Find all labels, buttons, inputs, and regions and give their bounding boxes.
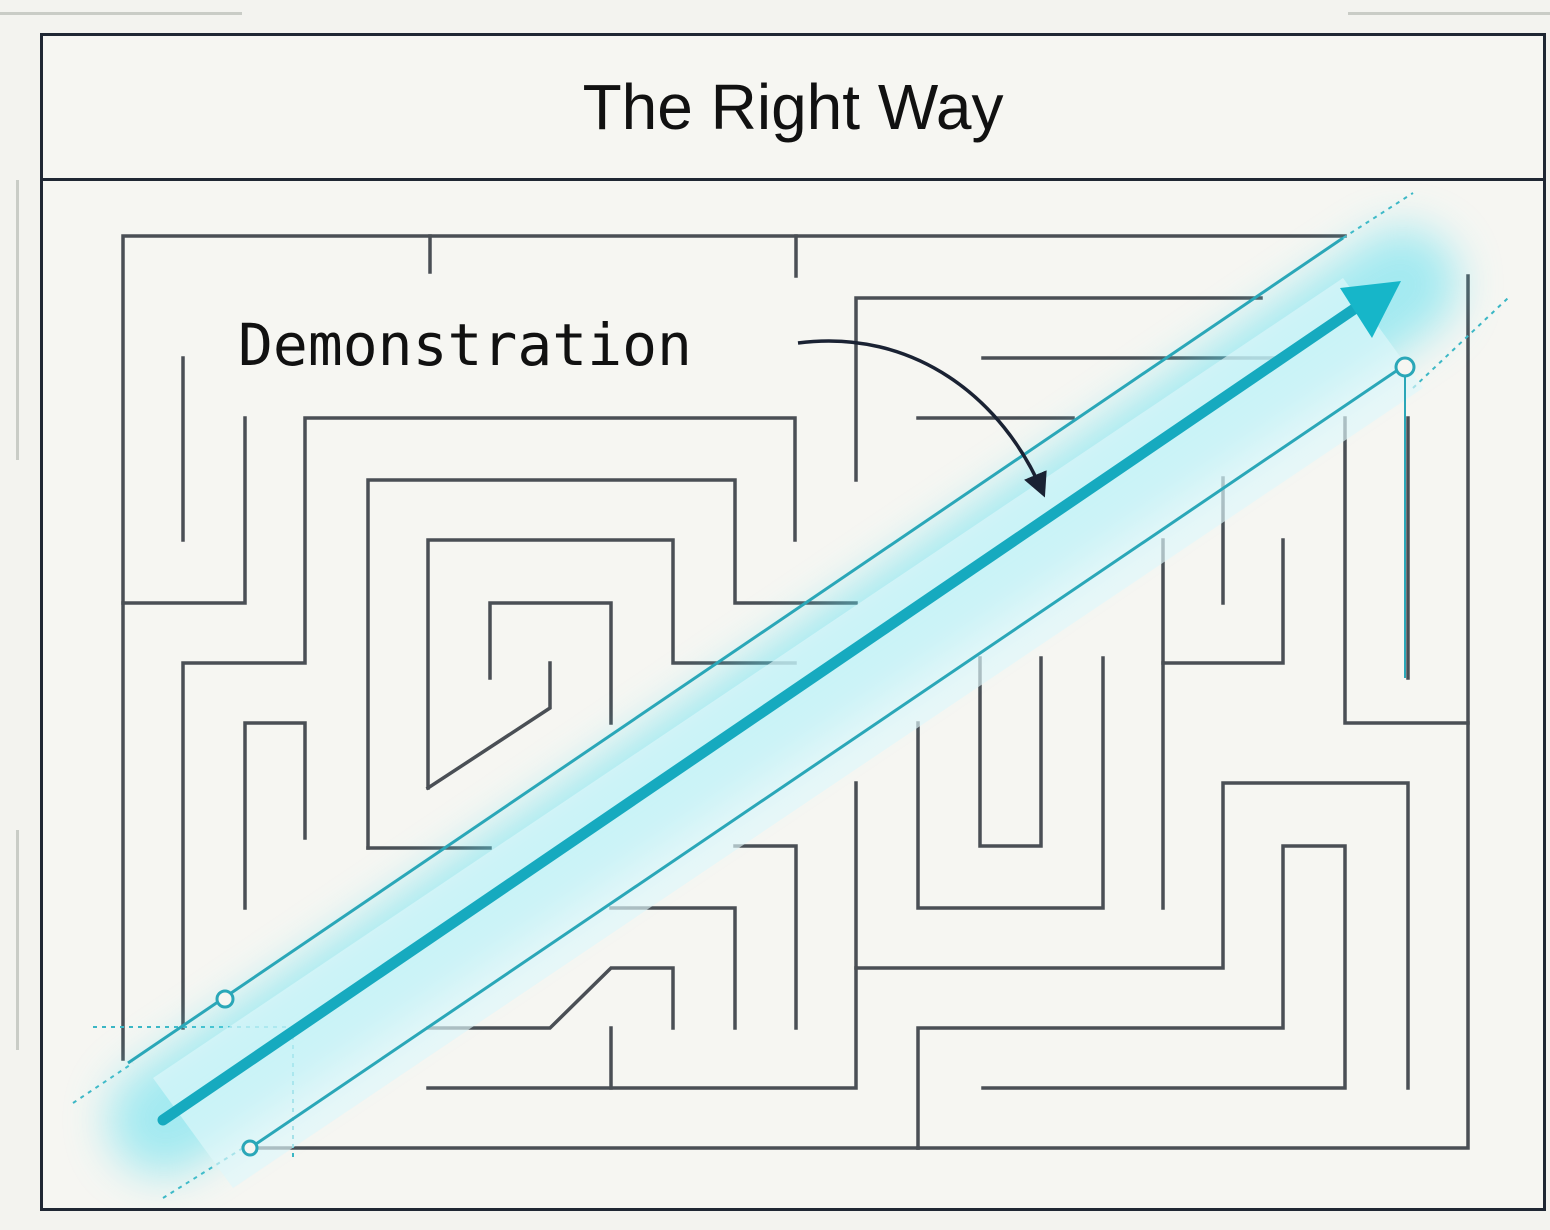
arrowhead-icon bbox=[1340, 281, 1401, 338]
maze-wall bbox=[426, 538, 797, 790]
maze-wall bbox=[243, 721, 307, 910]
maze-wall bbox=[916, 656, 1105, 910]
solution-path bbox=[108, 228, 1458, 1188]
guide-line-dashed-right bbox=[1412, 297, 1509, 389]
maze-wall bbox=[366, 478, 858, 850]
maze-wall bbox=[1161, 538, 1285, 665]
left-decor-line-lower bbox=[16, 830, 19, 1050]
band-endpoint-upper bbox=[215, 989, 235, 1009]
annotation-label: Demonstration bbox=[238, 311, 692, 379]
maze-wall bbox=[609, 906, 737, 1030]
maze-outer-right-wall bbox=[916, 274, 1470, 1150]
top-right-decor-line bbox=[1348, 12, 1550, 15]
maze-wall bbox=[181, 416, 797, 1030]
band-endpoint-lower bbox=[241, 1139, 259, 1157]
demonstration-arrow-shaft bbox=[157, 297, 1369, 1126]
diagram-panel: The Right Way bbox=[40, 33, 1546, 1211]
page-title: The Right Way bbox=[582, 71, 1004, 143]
maze-wall bbox=[916, 844, 1347, 1150]
maze-wall bbox=[1343, 416, 1470, 725]
curved-arrow-icon bbox=[797, 339, 1047, 498]
path-band-fill bbox=[153, 278, 1423, 1188]
annotation: Demonstration bbox=[228, 298, 1047, 498]
path-band-edge-lower bbox=[249, 361, 1409, 1150]
maze-wall bbox=[426, 966, 858, 1090]
maze-wall bbox=[488, 601, 613, 725]
maze-wall bbox=[854, 296, 1263, 482]
guide-line-dashed-lower bbox=[162, 1147, 244, 1199]
left-decor-line-upper bbox=[16, 180, 19, 460]
maze-wall bbox=[854, 781, 1410, 1090]
title-bar: The Right Way bbox=[43, 36, 1543, 181]
maze-wall bbox=[425, 661, 552, 791]
maze-wall bbox=[121, 416, 247, 605]
maze-wall bbox=[426, 966, 675, 1030]
guide-line-dashed-upper bbox=[72, 1062, 134, 1104]
maze-diagram: Demonstration bbox=[72, 192, 1509, 1199]
maze-wall bbox=[733, 844, 798, 1030]
top-left-decor-line bbox=[0, 12, 242, 15]
band-endpoint-right bbox=[1394, 356, 1416, 378]
annotation-backdrop bbox=[228, 298, 773, 388]
maze-outer-top-wall bbox=[121, 234, 1347, 1061]
maze-wall bbox=[978, 656, 1043, 848]
maze bbox=[121, 234, 1470, 1150]
path-band-edge-upper bbox=[127, 236, 1344, 1065]
